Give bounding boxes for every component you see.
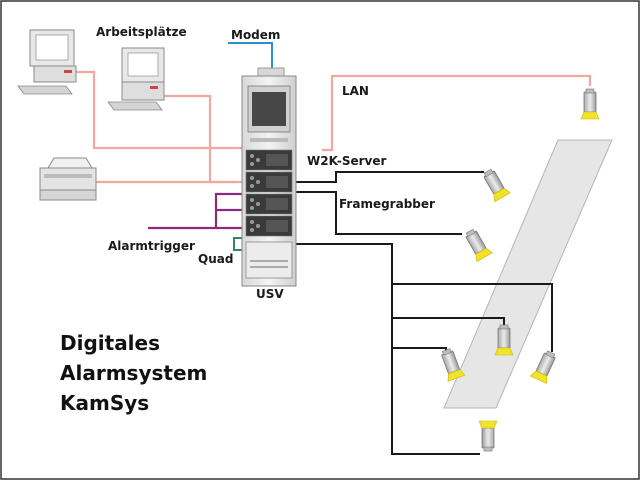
workstation-1 [17, 29, 77, 95]
modem-device [257, 67, 285, 77]
quad-line [233, 237, 244, 251]
label-quad: Quad [198, 252, 233, 266]
alarmtrigger-cabling [148, 192, 244, 230]
rack-units [245, 149, 293, 237]
camera-lan [580, 88, 600, 120]
camera-3 [494, 324, 514, 356]
label-alarmtrigger: Alarmtrigger [108, 239, 195, 253]
label-w2k-server: W2K-Server [307, 154, 386, 168]
camera-6 [478, 420, 498, 452]
printer [39, 157, 97, 201]
title-line-2: Alarmsystem [60, 361, 207, 385]
server-rack [241, 67, 297, 287]
label-framegrabber: Framegrabber [339, 197, 435, 211]
title-line-3: KamSys [60, 391, 149, 415]
title-line-1: Digitales [60, 331, 160, 355]
label-modem: Modem [231, 28, 280, 42]
label-lan: LAN [342, 84, 369, 98]
modem-line [228, 42, 273, 68]
workstation-2 [107, 47, 165, 111]
label-usv: USV [256, 287, 284, 301]
label-arbeitsplaetze: Arbeitsplätze [96, 25, 187, 39]
lan-cabling [76, 70, 592, 184]
